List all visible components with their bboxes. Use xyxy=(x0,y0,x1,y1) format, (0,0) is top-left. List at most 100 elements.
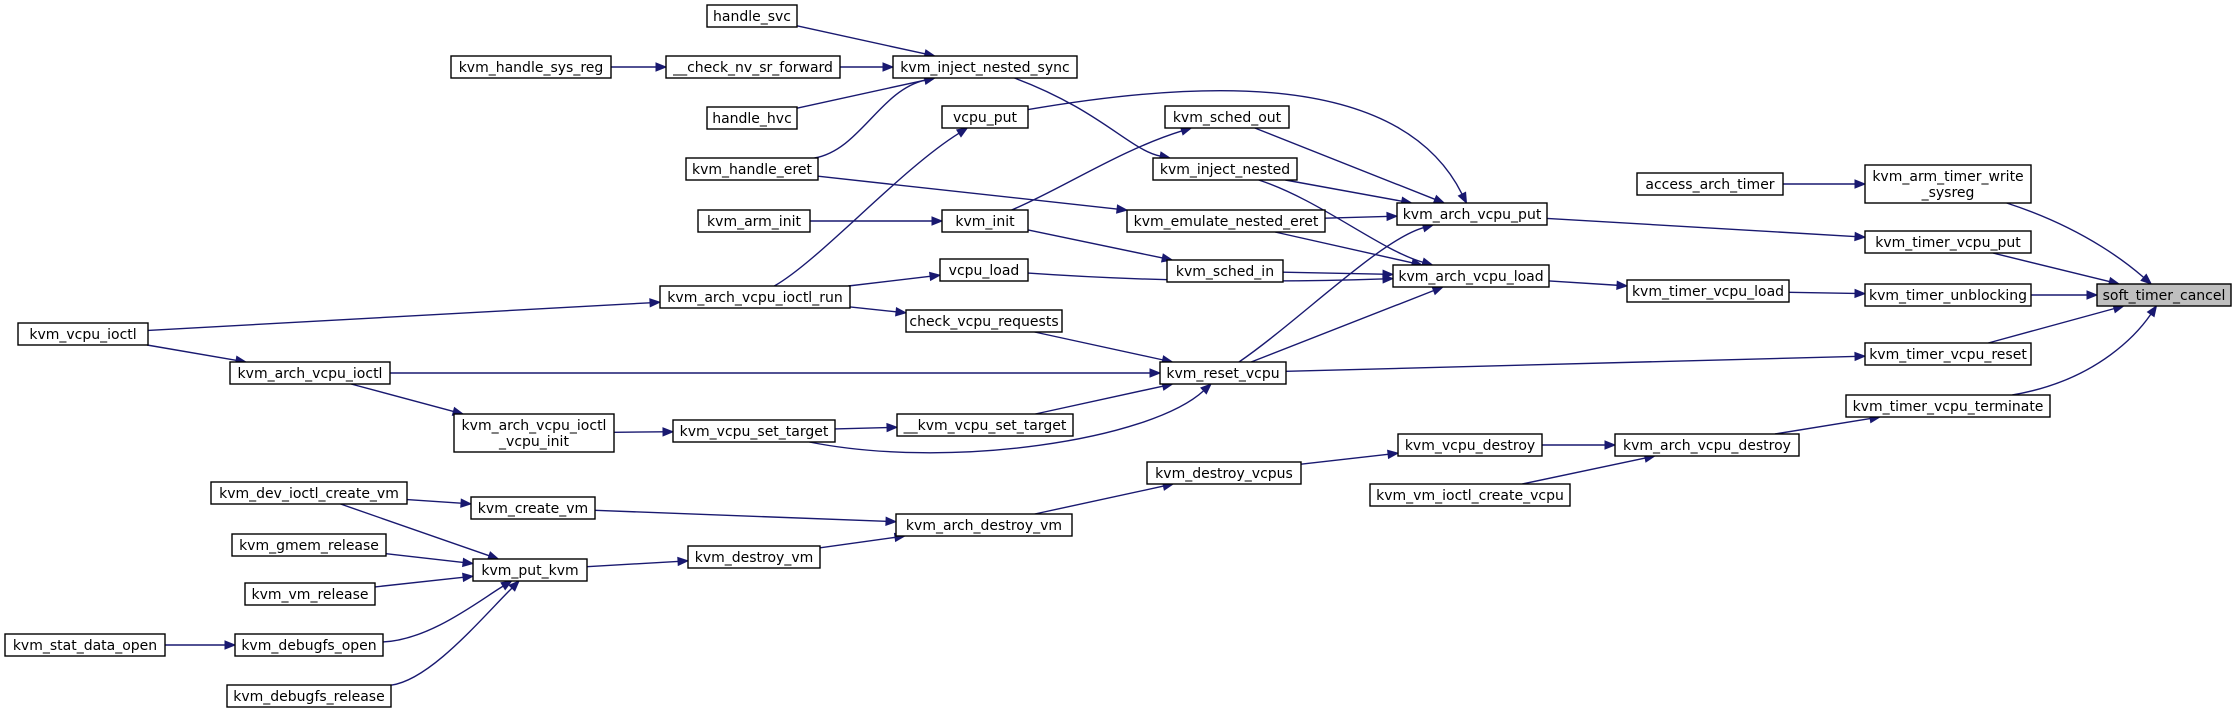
arrowhead-icon xyxy=(1457,191,1468,205)
node-handle-hvc[interactable]: handle_hvc xyxy=(706,106,798,130)
arrowhead-icon xyxy=(1387,449,1400,460)
node-box xyxy=(472,558,588,582)
node-soft-timer-cancel[interactable]: soft_timer_cancel xyxy=(2096,283,2232,307)
node-kvm-destroy-vcpus[interactable]: kvm_destroy_vcpus xyxy=(1146,461,1302,485)
node-kvm-timer-unblocking[interactable]: kvm_timer_unblocking xyxy=(1864,283,2032,307)
arrowhead-icon xyxy=(677,556,690,567)
node-check-nv-sr-forward[interactable]: __check_nv_sr_forward xyxy=(665,55,841,79)
node-kvm-arch-vcpu-ioctl[interactable]: kvm_arch_vcpu_ioctl xyxy=(229,361,391,385)
node-label: kvm_arm_init xyxy=(707,214,801,230)
node-label: kvm_emulate_nested_eret xyxy=(1134,214,1319,230)
node-kvm-reset-vcpu[interactable]: kvm_reset_vcpu xyxy=(1159,361,1287,385)
node-kvm-init[interactable]: kvm_init xyxy=(941,209,1029,233)
node-kvm-vcpu-set-target[interactable]: kvm_vcpu_set_target xyxy=(672,419,836,443)
node-kvm-dev-ioctl-create-vm[interactable]: kvm_dev_ioctl_create_vm xyxy=(210,481,408,505)
node-kvm-debugfs-release[interactable]: kvm_debugfs_release xyxy=(226,684,392,708)
node-box xyxy=(1864,164,2032,204)
node-label: kvm_vm_ioctl_create_vcpu xyxy=(1376,488,1564,504)
arrowhead-icon xyxy=(1149,368,1162,378)
node-kvm-inject-nested-sync[interactable]: kvm_inject_nested_sync xyxy=(892,55,1078,79)
node-label: handle_hvc xyxy=(712,111,792,127)
node-box xyxy=(229,361,391,385)
edge-kvm_put_kvm-to-kvm_destroy_vm xyxy=(586,560,679,568)
node-kvm-arm-init[interactable]: kvm_arm_init xyxy=(697,209,811,233)
edge-kvm_arch_vcpu_ioctl_run-to-vcpu_put xyxy=(773,132,960,287)
node-kvm-gmem-release[interactable]: kvm_gmem_release xyxy=(231,533,387,557)
edge-kvm_sched_out-to-kvm_arch_vcpu_put xyxy=(1254,127,1436,200)
node-kvm-destroy-vm[interactable]: kvm_destroy_vm xyxy=(687,545,821,569)
node-kvm-arch-destroy-vm[interactable]: kvm_arch_destroy_vm xyxy=(895,513,1073,537)
node-label: kvm_sched_out xyxy=(1173,110,1282,126)
node-kvm-arch-vcpu-ioctl-run[interactable]: kvm_arch_vcpu_ioctl_run xyxy=(659,285,851,309)
node-label: kvm_vcpu_destroy xyxy=(1405,438,1535,454)
node-kvm-vm-release[interactable]: kvm_vm_release xyxy=(244,582,376,606)
node-label: handle_svc xyxy=(713,9,791,25)
edge-kvm_arch_vcpu_destroy-to-kvm_timer_vcpu_terminate xyxy=(1774,417,1871,435)
node-kvm-arm-timer-write-sysreg[interactable]: kvm_arm_timer_write_sysreg xyxy=(1864,164,2032,204)
node-box xyxy=(1369,483,1571,507)
node-vcpu-load[interactable]: vcpu_load xyxy=(939,258,1029,282)
node-box xyxy=(1392,264,1550,288)
arrowhead-icon xyxy=(2140,273,2153,285)
edges-layer xyxy=(146,25,2158,686)
arrowhead-icon xyxy=(1854,288,1867,299)
node-label: kvm_arch_vcpu_load xyxy=(1398,269,1543,285)
node-box xyxy=(1845,394,2051,418)
node-label: kvm_arch_destroy_vm xyxy=(906,518,1062,534)
node-label: kvm_dev_ioctl_create_vm xyxy=(219,486,399,502)
node-kvm-sched-in[interactable]: kvm_sched_in xyxy=(1166,259,1284,283)
arrowhead-icon xyxy=(462,557,475,568)
node---kvm-vcpu-set-target[interactable]: __kvm_vcpu_set_target xyxy=(896,413,1074,437)
arrowhead-icon xyxy=(931,216,944,226)
node-kvm-vm-ioctl-create-vcpu[interactable]: kvm_vm_ioctl_create_vcpu xyxy=(1369,483,1571,507)
node-kvm-timer-vcpu-terminate[interactable]: kvm_timer_vcpu_terminate xyxy=(1845,394,2051,418)
node-kvm-put-kvm[interactable]: kvm_put_kvm xyxy=(472,558,588,582)
node-box xyxy=(1152,157,1298,181)
node-kvm-handle-sys-reg[interactable]: kvm_handle_sys_reg xyxy=(450,55,612,79)
node-kvm-vcpu-destroy[interactable]: kvm_vcpu_destroy xyxy=(1397,433,1543,457)
node-label: vcpu_put xyxy=(953,110,1018,126)
node-handle-svc[interactable]: handle_svc xyxy=(706,4,798,28)
node-kvm-timer-vcpu-reset[interactable]: kvm_timer_vcpu_reset xyxy=(1864,342,2032,366)
node-kvm-timer-vcpu-load[interactable]: kvm_timer_vcpu_load xyxy=(1626,279,1790,303)
node-kvm-timer-vcpu-put[interactable]: kvm_timer_vcpu_put xyxy=(1864,230,2032,254)
node-label: kvm_debugfs_open xyxy=(241,638,376,654)
edge-kvm_arch_vcpu_ioctl_run-to-vcpu_load xyxy=(848,275,931,287)
node-label: kvm_inject_nested xyxy=(1160,162,1290,178)
node-kvm-arch-vcpu-load[interactable]: kvm_arch_vcpu_load xyxy=(1392,264,1550,288)
node-check-vcpu-requests[interactable]: check_vcpu_requests xyxy=(905,309,1063,333)
arrowhead-icon xyxy=(460,498,473,508)
node-label: check_vcpu_requests xyxy=(909,314,1058,330)
node-label: kvm_timer_vcpu_put xyxy=(1875,235,2021,251)
edge-kvm_create_vm-to-kvm_arch_destroy_vm xyxy=(594,509,887,523)
node-kvm-handle-eret[interactable]: kvm_handle_eret xyxy=(685,157,819,181)
node-kvm-arch-vcpu-destroy[interactable]: kvm_arch_vcpu_destroy xyxy=(1614,433,1800,457)
edge-kvm_vm_release-to-kvm_put_kvm xyxy=(374,576,464,588)
node-kvm-arch-vcpu-ioctl-vcpu-init[interactable]: kvm_arch_vcpu_ioctl_vcpu_init xyxy=(453,413,615,453)
node-box xyxy=(210,481,408,505)
node-box xyxy=(1166,259,1284,283)
node-label: _vcpu_init xyxy=(498,434,569,450)
node-kvm-create-vm[interactable]: kvm_create_vm xyxy=(470,496,596,520)
node-box xyxy=(2096,283,2232,307)
arrowhead-icon xyxy=(649,298,662,308)
node-box xyxy=(706,4,798,28)
node-kvm-inject-nested[interactable]: kvm_inject_nested xyxy=(1152,157,1298,181)
node-kvm-vcpu-ioctl[interactable]: kvm_vcpu_ioctl xyxy=(17,322,149,346)
node-vcpu-put[interactable]: vcpu_put xyxy=(941,105,1029,129)
node-box xyxy=(939,258,1029,282)
node-label: kvm_handle_eret xyxy=(692,162,812,178)
node-box xyxy=(1396,202,1548,226)
node-kvm-stat-data-open[interactable]: kvm_stat_data_open xyxy=(4,633,166,657)
node-kvm-sched-out[interactable]: kvm_sched_out xyxy=(1164,105,1290,129)
node-label: kvm_arch_vcpu_put xyxy=(1403,207,1542,223)
node-kvm-debugfs-open[interactable]: kvm_debugfs_open xyxy=(234,633,384,657)
node-kvm-emulate-nested-eret[interactable]: kvm_emulate_nested_eret xyxy=(1126,209,1326,233)
node-box xyxy=(659,285,851,309)
node-box xyxy=(1626,279,1790,303)
node-box xyxy=(234,633,384,657)
node-kvm-arch-vcpu-put[interactable]: kvm_arch_vcpu_put xyxy=(1396,202,1548,226)
arrowhead-icon xyxy=(2146,304,2158,318)
node-access-arch-timer[interactable]: access_arch_timer xyxy=(1636,172,1784,196)
node-label: kvm_arm_timer_write xyxy=(1872,169,2023,185)
